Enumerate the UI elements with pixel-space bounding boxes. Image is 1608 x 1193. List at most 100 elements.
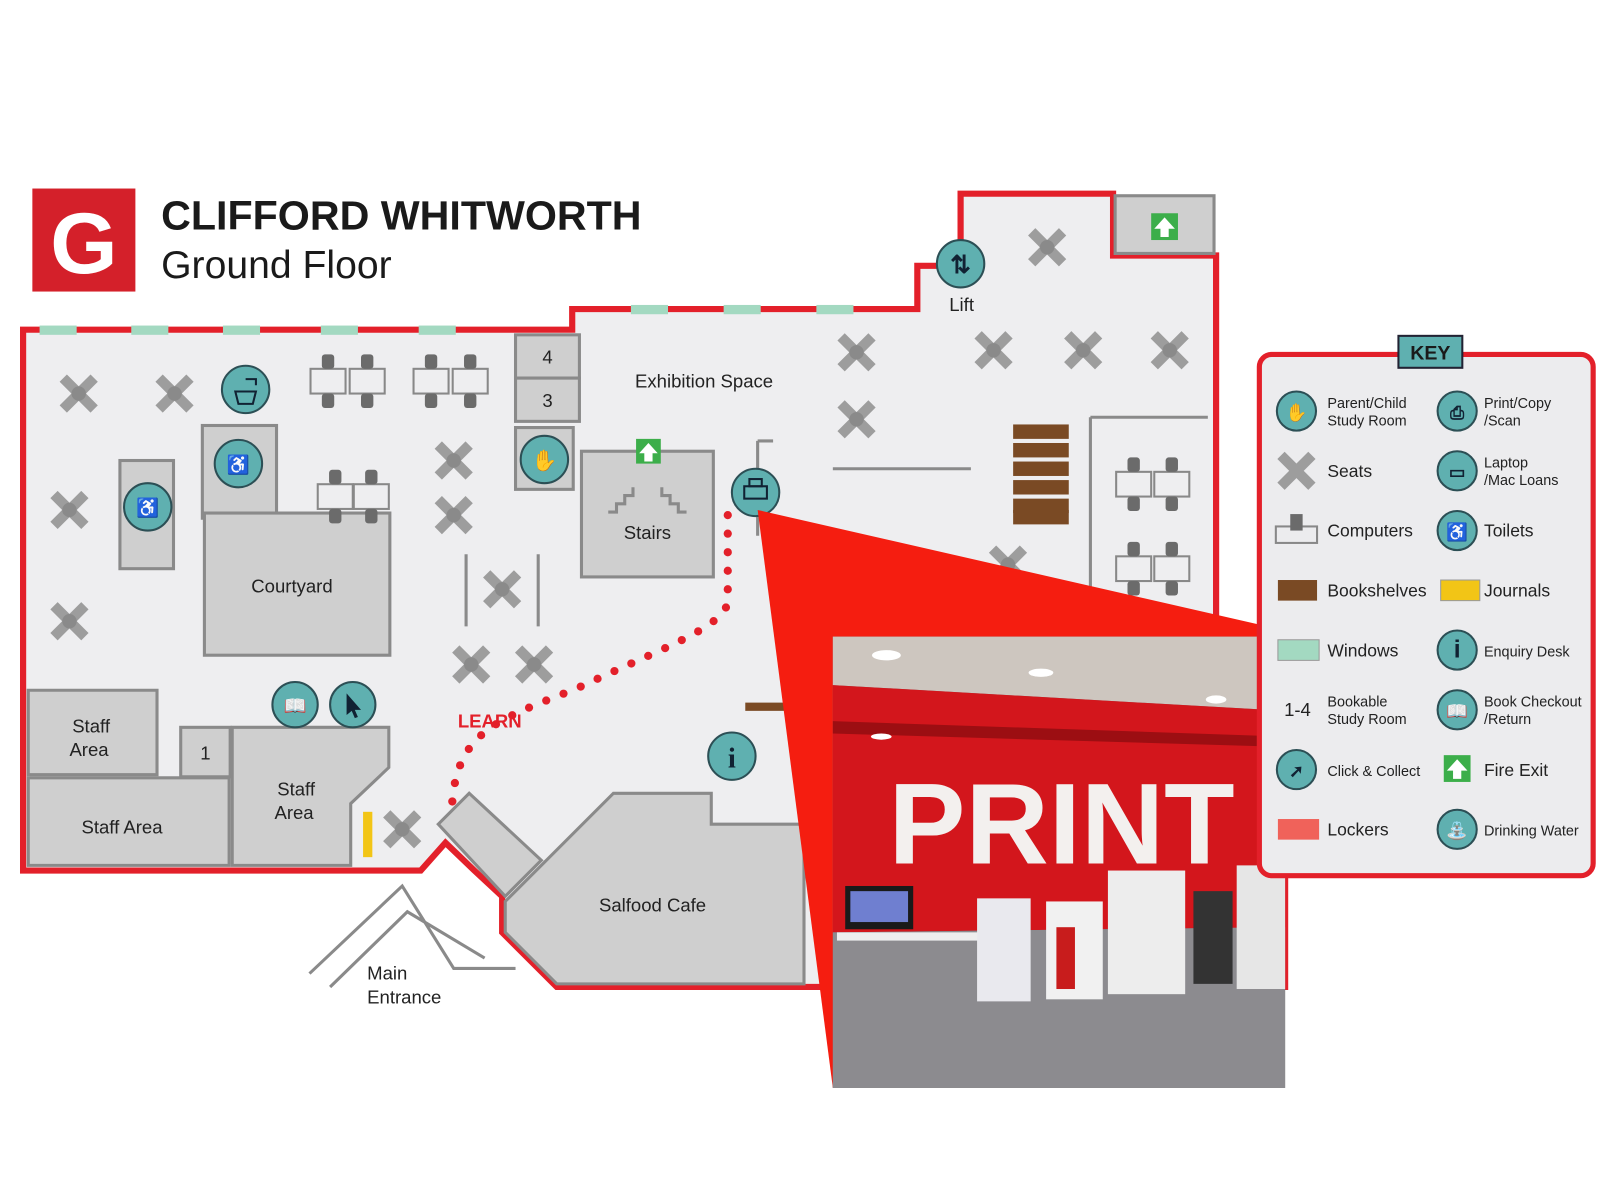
lift-label: Lift	[949, 294, 975, 315]
journals	[363, 811, 373, 858]
key-label: Book Checkout	[1484, 695, 1582, 711]
exhibition-label: Exhibition Space	[635, 370, 773, 391]
seat-marker	[59, 374, 98, 413]
map-icons: ♿ ♿ ✋ ⇅ 📖 i	[123, 213, 1178, 781]
bookshelves	[745, 424, 1069, 711]
parent-icon	[1275, 390, 1318, 432]
key-title: KEY	[1410, 343, 1450, 365]
locker-swatch	[1277, 819, 1320, 840]
key-item-laptop: ▭ Laptop/Mac Loans	[1436, 450, 1558, 492]
main-entrance-label: Entrance	[367, 986, 441, 1007]
svg-text:✋: ✋	[1286, 402, 1308, 422]
print-icon	[1436, 390, 1478, 432]
key-item-locker: Lockers	[1277, 819, 1389, 840]
bookable-marker: 1-4	[1284, 699, 1311, 720]
stairs-icon	[608, 487, 687, 514]
room-4-label: 4	[542, 347, 552, 368]
computer-desk	[1153, 457, 1191, 511]
key-item-exit: Fire Exit	[1443, 755, 1548, 782]
key-label: /Mac Loans	[1484, 473, 1558, 489]
rooms: 4 3 Courtyard Stairs Exhibition Space St…	[26, 294, 1208, 1007]
seat-marker	[974, 331, 1013, 370]
seat-marker	[434, 441, 473, 480]
toilets-icon: ♿	[213, 438, 264, 489]
key-label: Enquiry Desk	[1484, 644, 1570, 660]
bookshelf-swatch	[1277, 580, 1318, 601]
cafe-label: Salfood Cafe	[599, 895, 706, 916]
seat-marker	[434, 496, 473, 535]
key-item-journal: Journals	[1440, 579, 1550, 602]
key-label: /Return	[1484, 712, 1531, 728]
seat-marker	[514, 645, 554, 684]
staff-area-label: Staff	[72, 715, 111, 736]
fire-exit-icon	[636, 438, 661, 464]
seat-marker	[837, 333, 876, 372]
seat-marker	[452, 645, 491, 684]
svg-text:▭: ▭	[1449, 462, 1466, 482]
key-label: Lockers	[1327, 820, 1389, 840]
computer-desk	[451, 354, 489, 408]
book-return-icon: 📖	[271, 680, 319, 729]
key-item-computer: Computers	[1274, 514, 1413, 544]
floor-subtitle: Ground Floor	[161, 244, 392, 287]
print-icon	[730, 467, 781, 518]
key-label: Laptop	[1484, 456, 1528, 472]
room-3-label: 3	[542, 390, 552, 411]
svg-text:⛲: ⛲	[1446, 821, 1468, 842]
toilets-icon: ♿	[123, 482, 173, 532]
svg-text:♿: ♿	[136, 497, 159, 519]
computer-desk	[1115, 541, 1153, 596]
laptop-icon	[1436, 450, 1478, 492]
key-label: Print/Copy	[1484, 396, 1552, 412]
fire-exit-icon	[1151, 213, 1178, 241]
computer-desk	[1115, 457, 1153, 511]
svg-text:♿: ♿	[227, 454, 250, 476]
key-label: Journals	[1484, 581, 1550, 601]
room-1-label: 1	[200, 742, 210, 763]
key-label: Bookshelves	[1327, 581, 1426, 601]
building-title: CLIFFORD WHITWORTH	[161, 193, 641, 239]
print-area-photo: PRINT	[832, 636, 1286, 1088]
computer-desk	[1153, 541, 1191, 596]
info-icon	[1436, 629, 1478, 671]
key-item-seat: Seats	[1277, 451, 1372, 490]
key-item-print: ⎙Print/Copy/Scan	[1436, 390, 1552, 432]
computer-desk	[309, 354, 347, 408]
key-label: Click & Collect	[1327, 764, 1420, 780]
journal-swatch	[1440, 579, 1481, 602]
parent-child-icon: ✋	[519, 434, 570, 485]
print-sign: PRINT	[888, 760, 1234, 888]
computers	[309, 354, 1191, 596]
svg-text:⎙: ⎙	[1449, 402, 1465, 422]
seats	[50, 228, 1189, 849]
seat-marker	[50, 490, 89, 530]
floor-letter: G	[50, 196, 117, 292]
key-item-click: ➚ Click & Collect	[1275, 748, 1420, 791]
key-label: Study Room	[1327, 712, 1406, 728]
key-item-window: Windows	[1277, 639, 1399, 661]
route-to-print	[447, 510, 732, 818]
enquiry-desk-icon: i	[707, 731, 757, 781]
main-entrance-label: Main	[367, 963, 407, 984]
drinking-water-icon	[220, 364, 271, 415]
seat-marker	[1064, 331, 1103, 370]
key-item-water: ⛲Drinking Water	[1436, 808, 1579, 850]
key-item-toilet: ♿Toilets	[1436, 509, 1534, 552]
computer-desk	[348, 354, 386, 408]
key-label: Seats	[1327, 461, 1372, 481]
key-label: Bookable	[1327, 695, 1387, 711]
staff-area-label: Staff Area	[81, 816, 163, 837]
svg-text:📖: 📖	[284, 695, 307, 716]
computer-desk	[412, 354, 450, 408]
svg-text:♿: ♿	[1446, 522, 1468, 542]
courtyard-label: Courtyard	[251, 575, 332, 596]
svg-text:➚: ➚	[1289, 761, 1304, 781]
windows	[39, 304, 854, 335]
map-header: G CLIFFORD WHITWORTH Ground Floor	[32, 188, 642, 292]
seat-marker	[383, 810, 422, 849]
click-icon	[1275, 748, 1318, 791]
